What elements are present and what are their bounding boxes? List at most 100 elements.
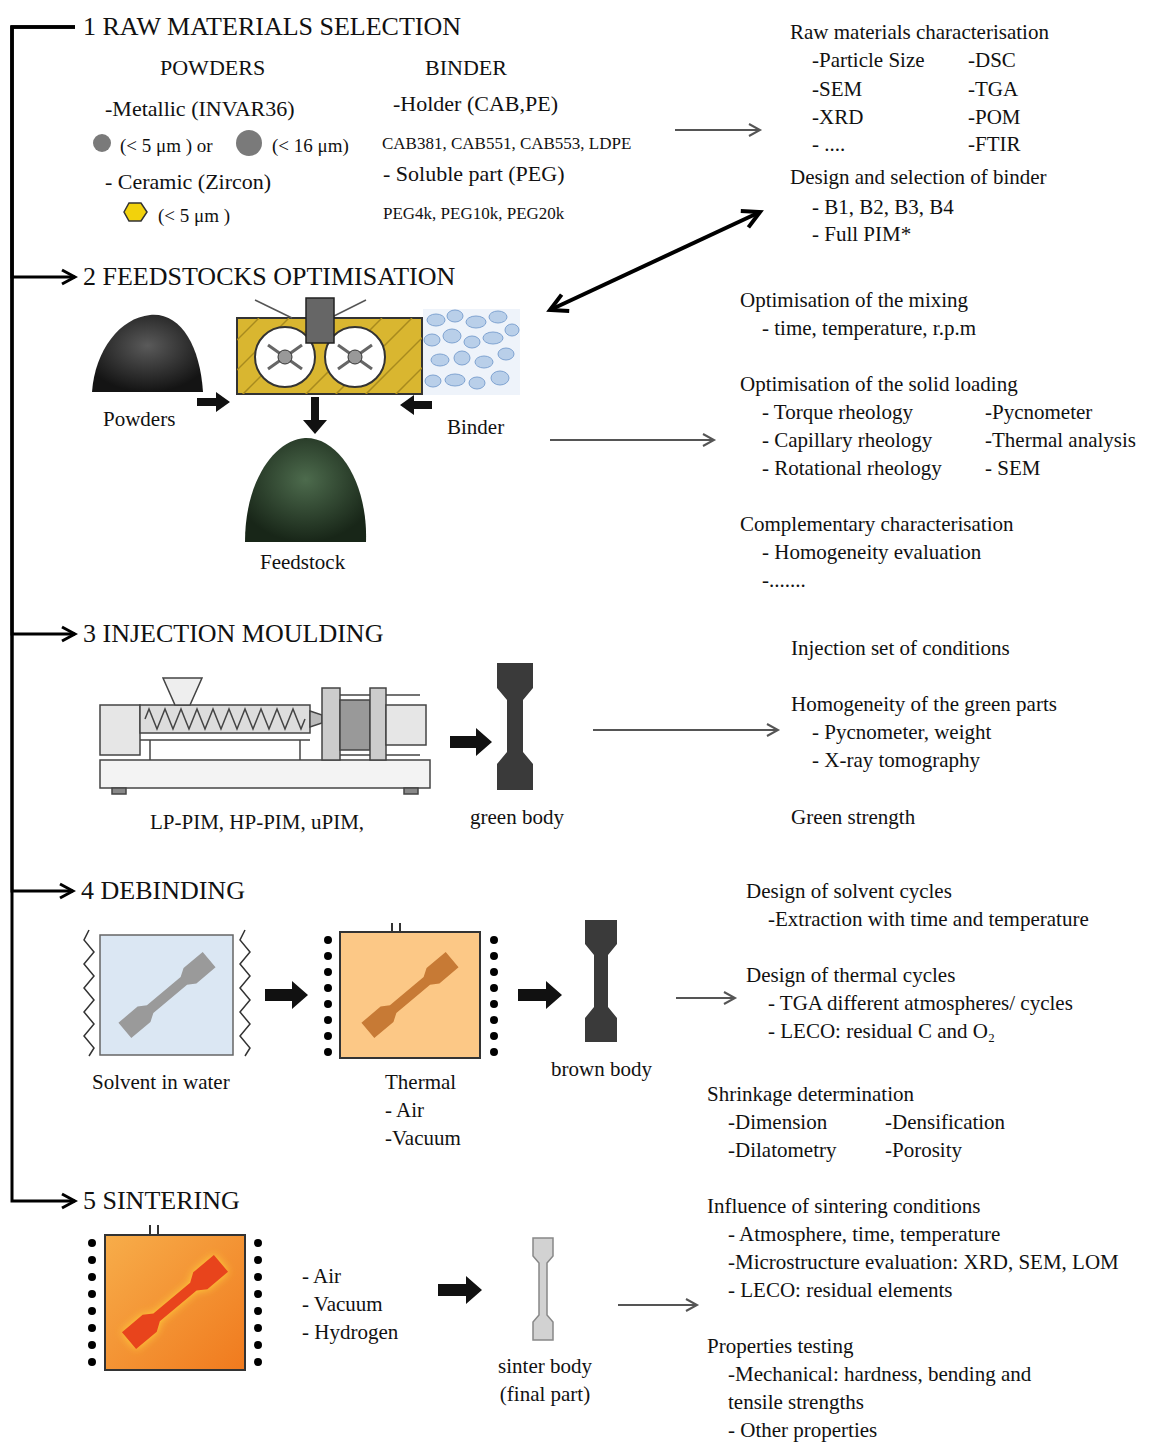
debinding-illustration-part bbox=[265, 981, 308, 1009]
item-text: green body bbox=[470, 803, 564, 831]
injection-machine-part bbox=[149, 740, 151, 760]
item-text: - Homogeneity evaluation bbox=[762, 538, 981, 566]
item-text: -Extraction with time and temperature bbox=[768, 905, 1089, 933]
mixing-illustration-part-part bbox=[454, 351, 470, 365]
mixing-illustration-part-part bbox=[505, 324, 519, 336]
item-text: - .... bbox=[812, 130, 845, 158]
mixing-illustration bbox=[92, 298, 520, 542]
mixing-illustration-part bbox=[278, 350, 292, 364]
step-heading: 2 FEEDSTOCKS OPTIMISATION bbox=[83, 262, 455, 292]
item-text: (< 5 μm ) bbox=[158, 202, 230, 230]
item-text: - Atmosphere, time, temperature bbox=[728, 1220, 1000, 1248]
debinding-illustration-part bbox=[340, 932, 480, 1058]
injection-machine-part bbox=[370, 688, 386, 760]
debinding-illustration-part bbox=[518, 981, 562, 1009]
sintering-illustration-part bbox=[105, 1235, 245, 1370]
item-text: - Capillary rheology bbox=[762, 426, 932, 454]
item-text: LP-PIM, HP-PIM, uPIM, bbox=[150, 808, 364, 836]
mixing-illustration-part bbox=[197, 392, 230, 412]
green-body-figure-part bbox=[450, 728, 492, 756]
item-text: - Full PIM* bbox=[812, 220, 911, 248]
mixing-illustration-part bbox=[245, 438, 366, 542]
connector-arrow bbox=[618, 1304, 697, 1306]
mixing-illustration-part-part bbox=[489, 311, 507, 323]
item-text: -Holder (CAB,PE) bbox=[393, 90, 558, 118]
item-text: -....... bbox=[762, 566, 806, 594]
process-step-panel: 3 INJECTION MOULDING LP-PIM, HP-PIM, uPIM… bbox=[75, 619, 593, 857]
item-text: CAB381, CAB551, CAB553, LDPE bbox=[382, 130, 631, 158]
powder-symbols-part bbox=[236, 130, 262, 156]
injection-machine-part bbox=[322, 688, 340, 760]
mixing-illustration-part-part bbox=[466, 316, 486, 328]
item-text: Feedstock bbox=[260, 548, 345, 576]
injection-machine-part bbox=[145, 709, 305, 729]
injection-machine-part bbox=[140, 739, 310, 741]
connector-arrow bbox=[12, 27, 75, 277]
sintering-illustration-part bbox=[122, 1255, 228, 1349]
item-text: Powders bbox=[103, 405, 175, 433]
injection-machine-part bbox=[299, 740, 301, 760]
panel-frame bbox=[75, 297, 550, 593]
mixing-illustration-part bbox=[306, 298, 334, 343]
info-box: Raw materials characterisation-Particle … bbox=[760, 8, 1128, 266]
item-text: - B1, B2, B3, B4 bbox=[812, 193, 954, 221]
item-text: - LECO: residual C and O₂ bbox=[768, 1017, 995, 1045]
injection-machine bbox=[100, 678, 430, 794]
item-text: - X-ray tomography bbox=[812, 746, 980, 774]
item-text: Shrinkage determination bbox=[707, 1080, 914, 1108]
connector-arrow bbox=[550, 439, 714, 441]
connector-arrow bbox=[675, 129, 760, 131]
item-text: -Pycnometer bbox=[985, 398, 1092, 426]
item-text: -Metallic (INVAR36) bbox=[105, 95, 295, 123]
connector-arrow bbox=[12, 27, 75, 1201]
item-text: -Porosity bbox=[885, 1136, 962, 1164]
mixing-illustration-part-part bbox=[447, 310, 463, 322]
debinding-illustration-part bbox=[84, 930, 94, 1056]
item-text: - Soluble part (PEG) bbox=[383, 160, 564, 188]
item-text: Solvent in water bbox=[92, 1068, 230, 1096]
connector-arrow bbox=[550, 212, 760, 310]
item-text: Optimisation of the mixing bbox=[740, 286, 968, 314]
item-text: -Densification bbox=[885, 1108, 1005, 1136]
injection-machine-part bbox=[100, 760, 430, 788]
item-text: Influence of sintering conditions bbox=[707, 1192, 981, 1220]
mixing-illustration-part bbox=[400, 395, 432, 415]
debinding-illustration-part bbox=[118, 952, 215, 1038]
process-step-panel: 5 SINTERING- Air- Vacuum- Hydrogensinter… bbox=[75, 1186, 618, 1423]
item-text: Design of solvent cycles bbox=[746, 877, 952, 905]
debinding-illustration-part bbox=[585, 920, 617, 1042]
item-text: -DSC bbox=[968, 46, 1016, 74]
injection-machine-part bbox=[112, 788, 126, 794]
connector-arrow bbox=[593, 729, 778, 731]
item-text: - TGA different atmospheres/ cycles bbox=[768, 989, 1073, 1017]
mixing-illustration-part-part bbox=[498, 348, 514, 360]
mixing-illustration-part-part bbox=[425, 375, 441, 387]
item-text: Complementary characterisation bbox=[740, 510, 1013, 538]
item-text: Green strength bbox=[791, 803, 915, 831]
sintering-illustration bbox=[92, 1225, 553, 1370]
step-heading: 3 INJECTION MOULDING bbox=[83, 619, 383, 649]
item-text: -XRD bbox=[812, 103, 863, 131]
item-text: Thermal bbox=[385, 1068, 456, 1096]
mixing-illustration-part-part bbox=[469, 377, 485, 389]
injection-machine-part bbox=[310, 711, 322, 727]
injection-machine-part bbox=[404, 788, 418, 794]
item-text: BINDER bbox=[425, 54, 507, 82]
mixing-illustration-part bbox=[255, 300, 292, 318]
item-text: Properties testing bbox=[707, 1332, 853, 1360]
item-text: Design of thermal cycles bbox=[746, 961, 955, 989]
info-box: Shrinkage determination-Dimension-Densif… bbox=[697, 1070, 1166, 1446]
item-text: Raw materials characterisation bbox=[790, 18, 1049, 46]
item-text: brown body bbox=[551, 1055, 652, 1083]
item-text: -Vacuum bbox=[385, 1124, 461, 1152]
item-text: - Pycnometer, weight bbox=[812, 718, 991, 746]
sintering-illustration-part bbox=[254, 1243, 262, 1367]
item-text: -Dilatometry bbox=[728, 1136, 836, 1164]
item-text: -FTIR bbox=[968, 130, 1021, 158]
item-text: -Particle Size bbox=[812, 46, 925, 74]
mixing-illustration-part bbox=[424, 310, 519, 389]
sintering-illustration-part bbox=[88, 1243, 96, 1367]
item-text: - Air bbox=[302, 1262, 341, 1290]
panel-frame bbox=[73, 913, 676, 1162]
item-text: - Rotational rheology bbox=[762, 454, 942, 482]
